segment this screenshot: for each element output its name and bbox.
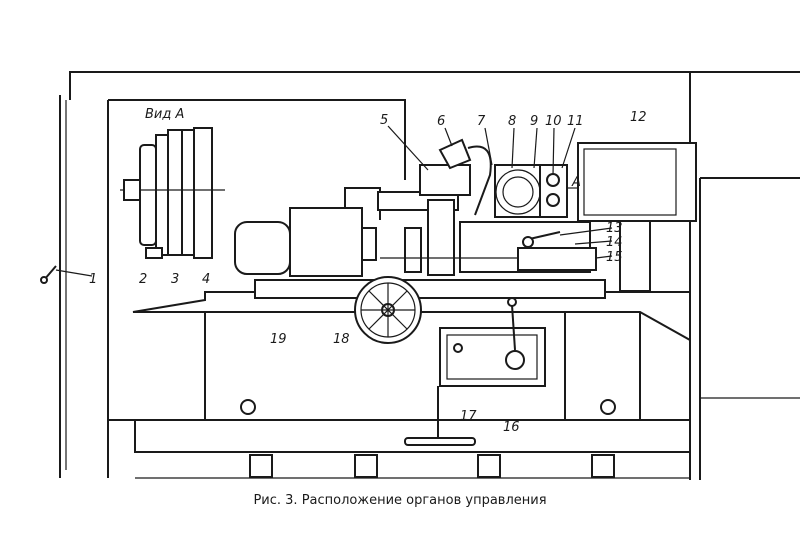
leader-lines — [55, 125, 613, 277]
enclosure-frame — [59, 71, 800, 480]
tailstock — [380, 231, 597, 271]
figure-caption: Рис. 3. Расположение органов управления — [253, 493, 546, 508]
handwheel — [354, 276, 422, 344]
callout-5: 5 — [380, 113, 388, 128]
callout-2: 2 — [139, 272, 147, 287]
grinding-head — [377, 138, 492, 276]
view-a-label: Вид А — [145, 107, 184, 122]
lever-1 — [40, 265, 57, 284]
callout-15: 15 — [606, 250, 623, 265]
callout-14: 14 — [606, 235, 623, 250]
monitor — [577, 142, 697, 292]
callout-labels: Вид А А 1 2 3 4 5 6 7 8 9 10 11 12 13 14… — [89, 107, 647, 435]
callout-3: 3 — [171, 272, 179, 287]
callout-1: 1 — [89, 272, 97, 287]
callout-12: 12 — [630, 110, 647, 125]
callout-7: 7 — [477, 114, 486, 129]
view-marker-a: А — [571, 175, 581, 190]
callout-18: 18 — [333, 332, 350, 347]
headstock — [234, 187, 422, 277]
callout-13: 13 — [606, 221, 623, 236]
callout-19: 19 — [270, 332, 287, 347]
view-a-detail — [120, 127, 225, 259]
callout-4: 4 — [202, 272, 210, 287]
callout-17: 17 — [460, 409, 477, 424]
callout-6: 6 — [437, 114, 445, 129]
callout-9: 9 — [530, 114, 538, 129]
pedal-bar — [404, 386, 476, 446]
callout-11: 11 — [567, 114, 584, 129]
leveling-feet — [135, 454, 690, 479]
callout-16: 16 — [503, 420, 520, 435]
control-panel — [439, 297, 546, 387]
callout-8: 8 — [508, 114, 516, 129]
callout-10: 10 — [545, 114, 562, 129]
